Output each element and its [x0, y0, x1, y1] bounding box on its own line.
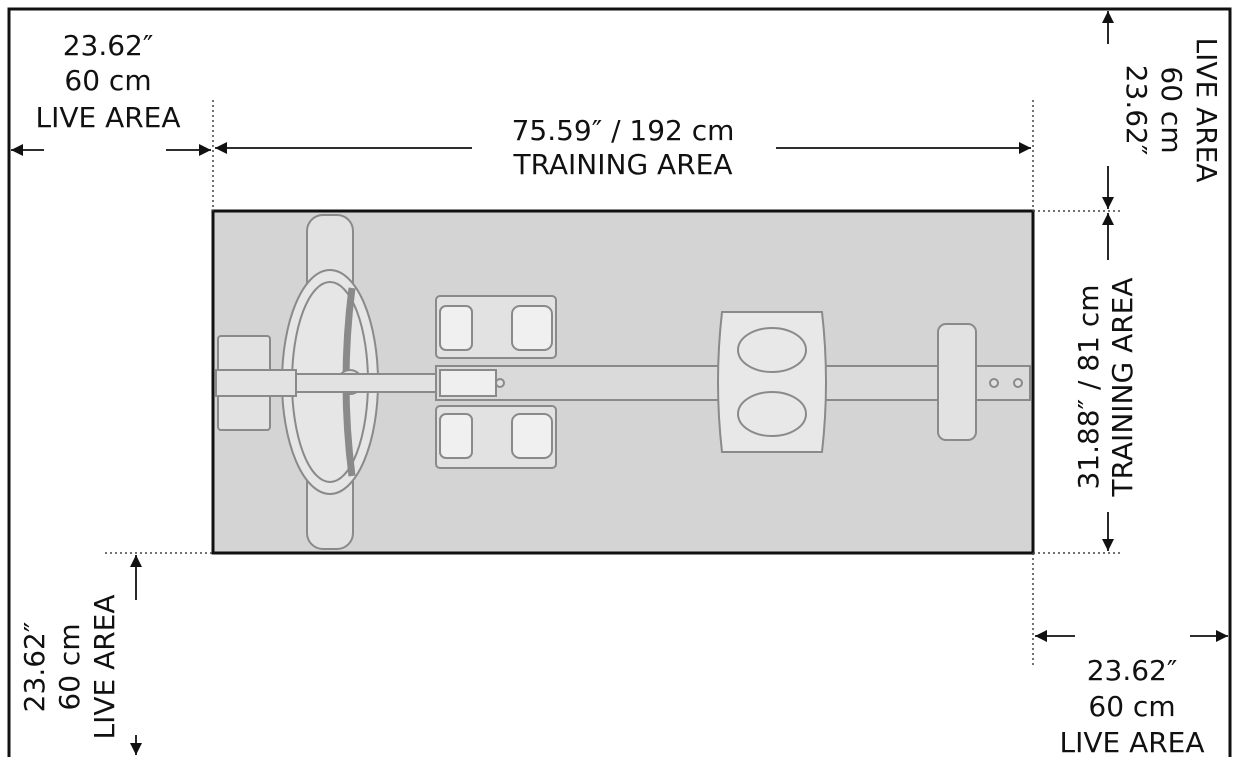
extension-lines — [105, 100, 1122, 665]
live-area-top-left-label: LIVE AREA — [35, 101, 180, 134]
training-width-label: TRAINING AREA — [1106, 277, 1139, 497]
training-length-dimension: 75.59″ / 192 cm — [512, 114, 735, 147]
live-area-bottom-right-inches: 23.62″ — [1087, 654, 1178, 687]
live-area-bottom-right-label: LIVE AREA — [1059, 726, 1204, 757]
training-length-label: TRAINING AREA — [512, 148, 732, 181]
live-area-top-left-inches: 23.62″ — [63, 29, 154, 62]
training-width-dimension: 31.88″ / 81 cm — [1072, 284, 1105, 489]
live-area-boundary — [7, 7, 1232, 757]
live-area-bottom-right-cm: 60 cm — [1088, 690, 1175, 723]
live-area-top-left-cm: 60 cm — [64, 64, 151, 97]
live-area-top-right-inches: 23.62″ — [1120, 65, 1153, 156]
live-area-top-right-cm: 60 cm — [1155, 66, 1188, 153]
live-area-bottom-left-cm: 60 cm — [53, 623, 86, 710]
live-area-bottom-left-inches: 23.62″ — [18, 622, 51, 713]
live-area-bottom-left-label: LIVE AREA — [88, 594, 121, 739]
live-area-top-right-label: LIVE AREA — [1190, 37, 1223, 182]
rowing-machine-drawing — [215, 214, 1031, 550]
